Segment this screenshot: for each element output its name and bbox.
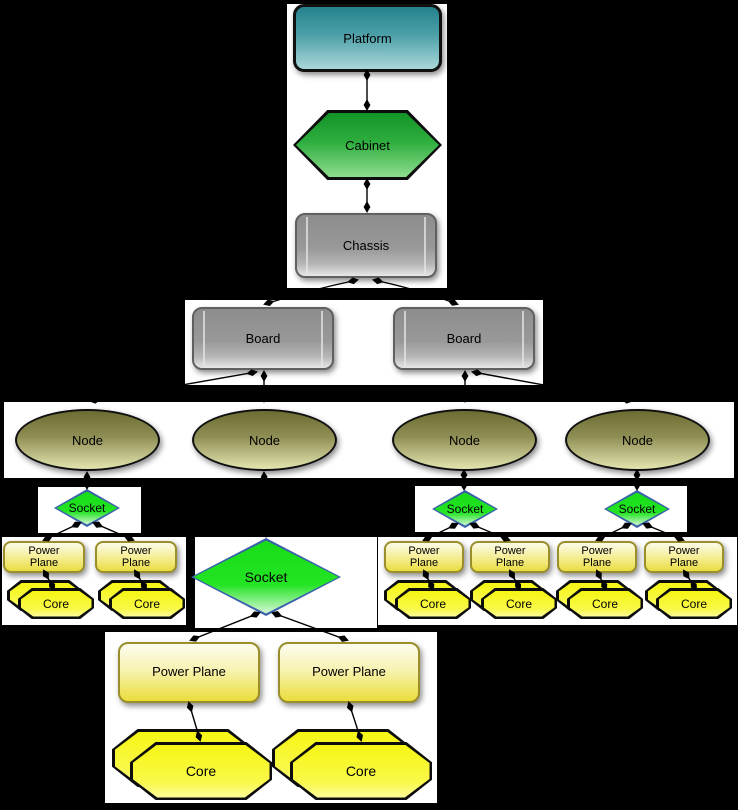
power-plane-label: Power Plane [408,544,440,569]
core-stack-large-2: Core [272,729,434,803]
power-plane-small-4: Power Plane [470,541,550,573]
socket-label: Socket [446,502,484,516]
core-label: Core [591,596,618,611]
node-ellipse-1: Node [15,409,160,471]
power-plane-large-1: Power Plane [118,642,260,703]
socket-label: Socket [618,502,656,516]
node-ellipse-4: Node [565,409,710,471]
core-label: Core [133,596,160,611]
core-stack-small-2: Core [98,580,186,620]
core-stack-small-5: Core [556,580,644,620]
socket-label: Socket [244,569,288,585]
power-plane-small-2: Power Plane [95,541,177,573]
board-node-1: Board [192,307,334,370]
core-octagon-front: Core [18,588,94,619]
power-plane-label: Power Plane [668,544,700,569]
core-label: Core [419,596,446,611]
power-plane-large-2: Power Plane [278,642,420,703]
power-plane-label: Power Plane [581,544,613,569]
board-node-2: Board [393,307,535,370]
core-stack-small-4: Core [470,580,558,620]
core-octagon-front: Core [481,588,557,619]
core-octagon-front: Core [109,588,185,619]
core-label: Core [345,763,377,779]
power-plane-small-5: Power Plane [557,541,637,573]
core-stack-large-1: Core [112,729,274,803]
socket-label: Socket [68,501,106,515]
node-ellipse-2: Node [192,409,337,471]
power-plane-label: Power Plane [28,544,60,569]
platform-node: Platform [293,4,442,72]
core-octagon-front: Core [130,742,272,800]
platform-label: Platform [343,30,392,46]
node-ellipse-3: Node [392,409,537,471]
cabinet-label: Cabinet [345,137,390,153]
core-stack-small-1: Core [7,580,95,620]
node-label: Node [448,432,481,448]
cabinet-hexagon: Cabinet [296,113,439,177]
power-plane-label: Power Plane [120,544,152,569]
node-label: Node [248,432,281,448]
core-octagon-front: Core [567,588,643,619]
power-plane-label: Power Plane [494,544,526,569]
core-stack-small-3: Core [384,580,472,620]
node-label: Node [621,432,654,448]
power-plane-small-6: Power Plane [644,541,724,573]
core-label: Core [42,596,69,611]
board-label: Board [446,331,482,346]
core-label: Core [505,596,532,611]
core-octagon-front: Core [290,742,432,800]
edge-node2-socketlarge [260,471,270,538]
power-plane-label: Power Plane [152,664,226,680]
power-plane-small-3: Power Plane [384,541,464,573]
core-octagon-front: Core [395,588,471,619]
board-label: Board [245,331,281,346]
power-plane-small-1: Power Plane [3,541,85,573]
chassis-label: Chassis [342,238,390,253]
power-plane-label: Power Plane [312,664,386,680]
chassis-node: Chassis [295,213,437,278]
core-label: Core [680,596,707,611]
cabinet-node: Cabinet [293,110,442,180]
core-octagon-front: Core [656,588,732,619]
core-stack-small-6: Core [645,580,733,620]
core-label: Core [185,763,217,779]
node-label: Node [71,432,104,448]
